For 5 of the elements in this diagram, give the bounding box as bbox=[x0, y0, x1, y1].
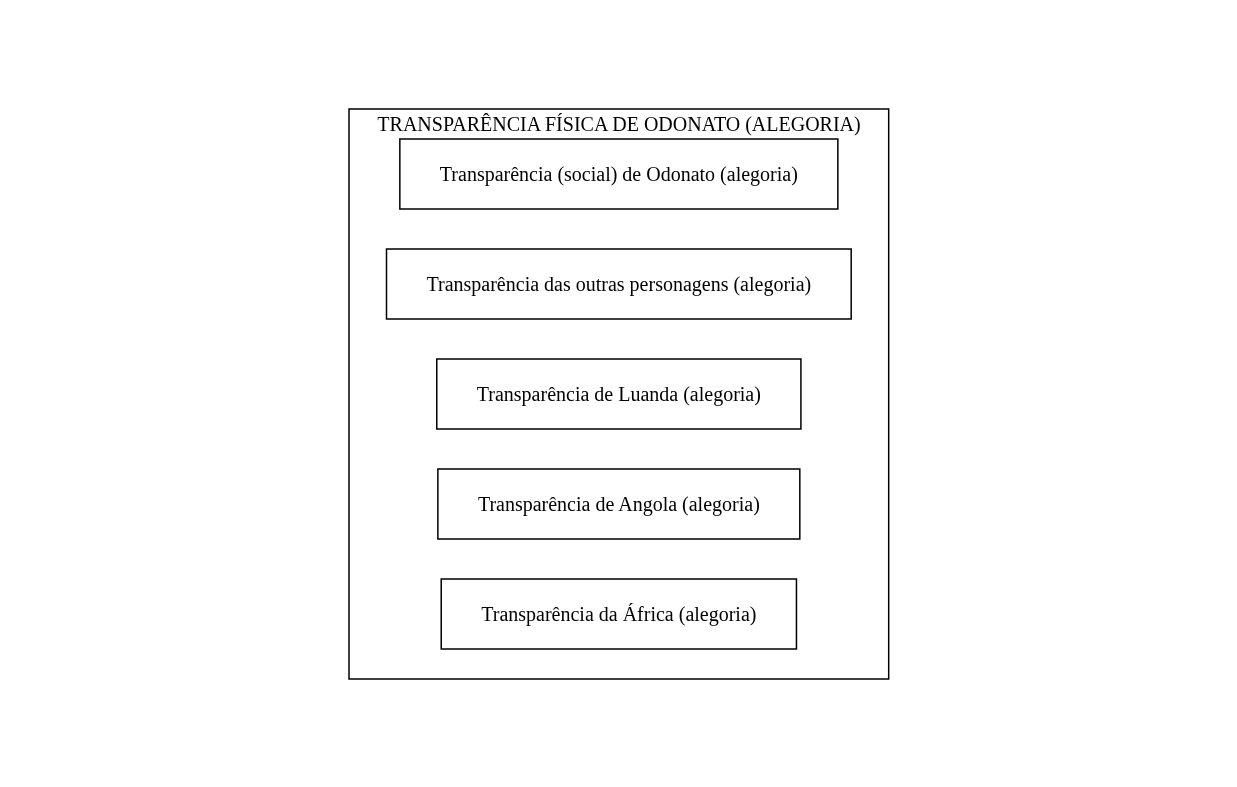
node-box: Transparência (social) de Odonato (alegoria) bbox=[398, 137, 839, 210]
node-box: Transparência de Luanda (alegoria) bbox=[435, 357, 802, 430]
node-box: Transparência de Angola (alegoria) bbox=[436, 467, 801, 540]
node-box: Transparência da África (alegoria) bbox=[440, 577, 797, 650]
node-box: Transparência das outras personagens (alegoria) bbox=[385, 247, 852, 320]
